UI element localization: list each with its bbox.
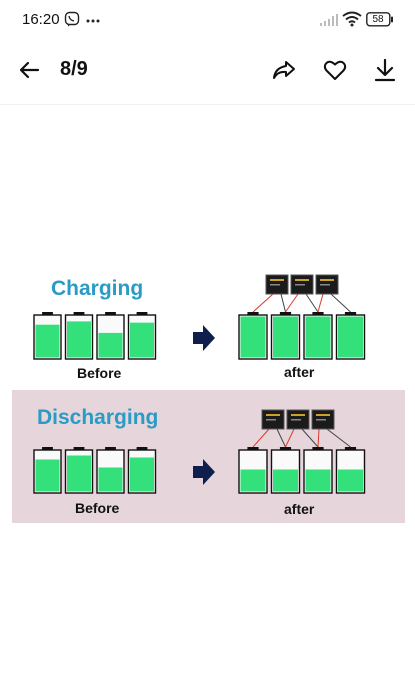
share-button[interactable] bbox=[269, 55, 299, 85]
gallery-image[interactable]: Charging Discharging Before after Before… bbox=[0, 260, 415, 530]
back-button[interactable] bbox=[14, 55, 44, 85]
favorite-button[interactable] bbox=[320, 55, 350, 85]
back-arrow-icon bbox=[19, 61, 40, 79]
charging-after-battery-2-fill bbox=[273, 316, 298, 358]
discharging-wire-a-3 bbox=[317, 428, 320, 448]
charging-balancer-module-text-3 bbox=[320, 284, 330, 286]
charging-after-battery-4-fill bbox=[338, 316, 363, 358]
charging-balancer-module-label-3 bbox=[320, 279, 334, 281]
charging-before-battery-2-terminal bbox=[73, 312, 85, 316]
discharging-heading: Discharging bbox=[37, 406, 159, 429]
discharging-after-battery-4-fill bbox=[338, 469, 363, 492]
discharging-after-battery-4-terminal bbox=[344, 447, 357, 451]
discharging-before-battery-2-terminal bbox=[73, 447, 85, 451]
discharging-before-battery-3-fill bbox=[98, 467, 123, 492]
signal-icon bbox=[319, 13, 339, 32]
charging-before-battery-1-fill bbox=[35, 324, 60, 358]
discharging-balancer-module-text-1 bbox=[266, 419, 276, 421]
charging-after-battery-1-terminal bbox=[247, 312, 259, 316]
charging-before-battery-3-fill bbox=[98, 332, 123, 358]
heart-icon bbox=[323, 60, 347, 80]
discharging-before-battery-2-fill bbox=[67, 455, 91, 492]
discharging-balancer-module-label-1 bbox=[266, 414, 280, 416]
charging-after-label: after bbox=[284, 364, 315, 380]
charging-after-battery-1-fill bbox=[240, 316, 266, 358]
charging-before-battery-4-fill bbox=[130, 322, 154, 358]
discharging-balancer-module-label-2 bbox=[291, 414, 305, 416]
discharging-wire-a-2 bbox=[285, 428, 295, 448]
viber-icon bbox=[64, 11, 80, 32]
discharging-wire-b-2 bbox=[301, 428, 319, 448]
charging-before-battery-1-terminal bbox=[42, 312, 53, 316]
discharging-wire-b-1 bbox=[276, 428, 286, 448]
charging-balancer-module-label-1 bbox=[270, 279, 284, 281]
status-bar: 16:20 58 bbox=[0, 0, 415, 40]
download-icon bbox=[374, 58, 396, 82]
battery-icon: 58 bbox=[366, 12, 394, 27]
charging-balancer-module-text-1 bbox=[270, 284, 280, 286]
more-dots-icon bbox=[86, 13, 100, 31]
discharging-before-battery-1-fill bbox=[35, 459, 60, 492]
charging-balancer-module-text-2 bbox=[295, 284, 305, 286]
share-icon bbox=[273, 61, 295, 79]
charging-wire-b-1 bbox=[280, 293, 286, 313]
battery-level: 58 bbox=[372, 14, 384, 25]
charging-before-battery-4-terminal bbox=[136, 312, 148, 316]
discharging-before-battery-4-fill bbox=[130, 457, 154, 492]
charging-before-label: Before bbox=[77, 365, 122, 381]
charging-wire-b-3 bbox=[330, 293, 351, 313]
discharging-after-battery-2-terminal bbox=[279, 447, 292, 451]
discharging-after-battery-3-terminal bbox=[312, 447, 324, 451]
charging-balancer-module-label-2 bbox=[295, 279, 309, 281]
charging-wire-a-1 bbox=[252, 293, 274, 313]
page-counter: 8/9 bbox=[60, 58, 88, 80]
discharging-after-battery-1-fill bbox=[240, 469, 266, 492]
charging-heading: Charging bbox=[51, 277, 144, 300]
charging-wire-a-3 bbox=[317, 293, 324, 313]
status-time: 16:20 bbox=[22, 11, 60, 28]
discharging-balancer-module-text-3 bbox=[316, 419, 326, 421]
charging-before-battery-3-terminal bbox=[105, 312, 116, 316]
discharging-balancer-module-label-3 bbox=[316, 414, 330, 416]
discharging-before-label: Before bbox=[75, 500, 120, 516]
discharging-after-battery-3-fill bbox=[305, 469, 331, 492]
viewer-toolbar: 8/9 bbox=[0, 45, 415, 95]
wifi-icon bbox=[342, 11, 362, 32]
charging-arrow bbox=[193, 325, 215, 351]
charging-after-battery-3-fill bbox=[305, 316, 331, 358]
charging-wire-b-2 bbox=[305, 293, 319, 313]
discharging-arrow bbox=[193, 459, 215, 485]
discharging-after-battery-2-fill bbox=[273, 469, 298, 492]
discharging-wire-a-1 bbox=[252, 428, 270, 448]
discharging-wire-b-3 bbox=[326, 428, 351, 448]
discharging-balancer-module-text-2 bbox=[291, 419, 301, 421]
discharging-after-battery-1-terminal bbox=[247, 447, 259, 451]
charging-after-battery-2-terminal bbox=[279, 312, 292, 316]
toolbar-divider bbox=[0, 104, 415, 105]
charging-after-battery-3-terminal bbox=[312, 312, 324, 316]
discharging-before-battery-4-terminal bbox=[136, 447, 148, 451]
charging-before-battery-2-fill bbox=[67, 321, 91, 358]
discharging-before-battery-3-terminal bbox=[105, 447, 116, 451]
discharging-before-battery-1-terminal bbox=[42, 447, 53, 451]
balancer-illustration bbox=[33, 274, 366, 494]
download-button[interactable] bbox=[370, 55, 400, 85]
discharging-after-label: after bbox=[284, 501, 315, 517]
charging-after-battery-4-terminal bbox=[344, 312, 357, 316]
charging-wire-a-2 bbox=[285, 293, 299, 313]
